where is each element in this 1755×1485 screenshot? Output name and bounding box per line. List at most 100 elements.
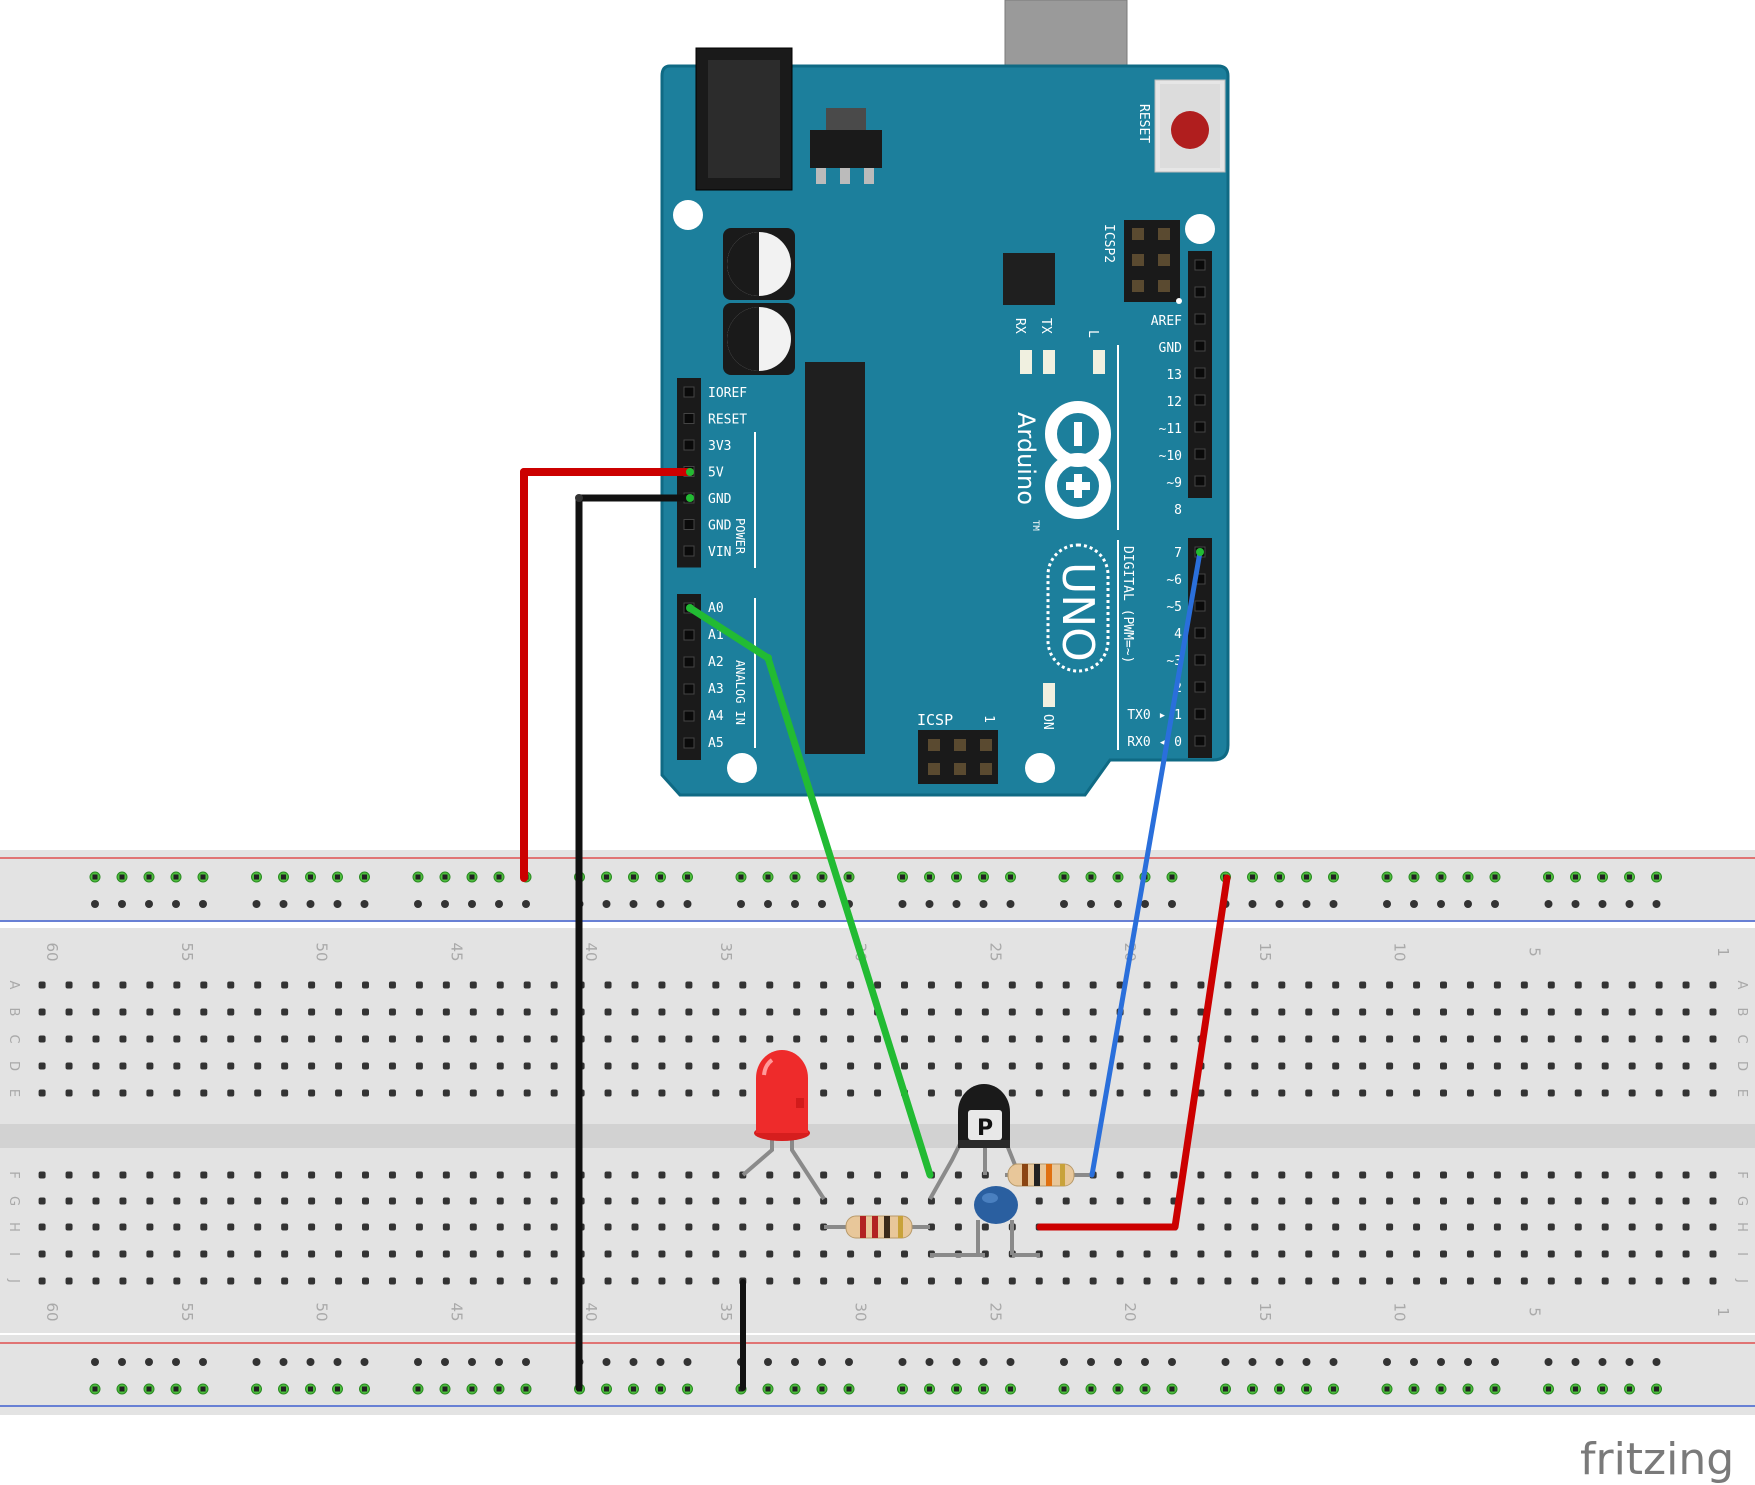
rail-hole[interactable]	[145, 1358, 153, 1366]
rail-hole[interactable]	[495, 900, 503, 908]
breadboard-hole[interactable]	[362, 1223, 369, 1231]
breadboard-hole[interactable]	[1709, 1035, 1717, 1043]
breadboard-hole[interactable]	[1116, 1197, 1124, 1205]
breadboard-hole[interactable]	[415, 1277, 423, 1285]
breadboard-hole[interactable]	[469, 1171, 477, 1179]
pin7-wire[interactable]	[1089, 549, 1203, 1178]
breadboard-hole[interactable]	[1170, 1171, 1178, 1179]
header-pin[interactable]	[1194, 313, 1206, 325]
breadboard-hole[interactable]	[308, 1223, 316, 1231]
breadboard-hole[interactable]	[227, 1089, 235, 1097]
breadboard-hole[interactable]	[65, 981, 73, 989]
breadboard-hole[interactable]	[146, 1250, 154, 1258]
breadboard-hole[interactable]	[523, 1171, 531, 1179]
breadboard-hole[interactable]	[1305, 1223, 1313, 1231]
pnp-transistor[interactable]: P	[958, 1084, 1010, 1148]
breadboard-hole[interactable]	[1413, 1223, 1421, 1231]
breadboard-hole[interactable]	[415, 1171, 423, 1179]
breadboard-hole[interactable]	[604, 1089, 612, 1097]
breadboard-hole[interactable]	[119, 1171, 127, 1179]
breadboard-hole[interactable]	[281, 1062, 289, 1070]
breadboard-hole[interactable]	[658, 981, 666, 989]
breadboard-hole[interactable]	[1197, 981, 1205, 989]
breadboard-hole[interactable]	[1305, 1035, 1313, 1043]
breadboard-hole[interactable]	[1493, 1008, 1501, 1016]
breadboard-hole[interactable]	[200, 1171, 208, 1179]
breadboard-hole[interactable]	[1466, 1277, 1474, 1285]
breadboard-hole[interactable]	[1682, 1171, 1690, 1179]
rail-hole[interactable]	[172, 900, 180, 908]
breadboard-hole[interactable]	[766, 1223, 774, 1231]
red-led[interactable]	[754, 1050, 810, 1141]
breadboard-hole[interactable]	[146, 1062, 154, 1070]
breadboard-hole[interactable]	[685, 981, 693, 989]
breadboard-hole[interactable]	[362, 1250, 369, 1258]
breadboard-hole[interactable]	[335, 1223, 343, 1231]
rail-hole[interactable]	[1329, 900, 1338, 908]
breadboard-hole[interactable]	[1359, 1197, 1367, 1205]
breadboard-hole[interactable]	[1170, 1035, 1178, 1043]
breadboard-hole[interactable]	[1386, 1089, 1394, 1097]
breadboard-hole[interactable]	[685, 1008, 693, 1016]
breadboard-hole[interactable]	[65, 1089, 73, 1097]
rail-hole[interactable]	[522, 1358, 530, 1366]
breadboard-hole[interactable]	[1574, 1171, 1582, 1179]
breadboard-hole[interactable]	[173, 1089, 181, 1097]
breadboard-hole[interactable]	[362, 1171, 369, 1179]
rail-hole[interactable]	[333, 900, 342, 908]
breadboard-hole[interactable]	[766, 981, 774, 989]
breadboard-hole[interactable]	[496, 1062, 504, 1070]
breadboard-hole[interactable]	[820, 1008, 828, 1016]
breadboard-hole[interactable]	[254, 1171, 262, 1179]
breadboard-hole[interactable]	[1440, 1089, 1447, 1097]
breadboard-hole[interactable]	[1170, 1089, 1178, 1097]
breadboard-hole[interactable]	[173, 1171, 181, 1179]
breadboard-hole[interactable]	[1655, 1008, 1663, 1016]
breadboard-hole[interactable]	[1440, 1277, 1447, 1285]
breadboard-hole[interactable]	[1601, 1062, 1609, 1070]
rail-hole[interactable]	[1114, 900, 1122, 908]
breadboard-hole[interactable]	[1682, 1197, 1690, 1205]
breadboard-hole[interactable]	[1251, 1277, 1259, 1285]
breadboard-hole[interactable]	[1628, 1197, 1636, 1205]
breadboard-hole[interactable]	[119, 1062, 127, 1070]
breadboard-hole[interactable]	[1655, 1035, 1663, 1043]
breadboard-hole[interactable]	[1143, 1035, 1151, 1043]
breadboard-hole[interactable]	[92, 1089, 100, 1097]
breadboard-hole[interactable]	[739, 1197, 747, 1205]
breadboard-hole[interactable]	[793, 1008, 801, 1016]
breadboard-hole[interactable]	[1035, 1035, 1043, 1043]
breadboard-hole[interactable]	[1493, 1171, 1501, 1179]
breadboard-hole[interactable]	[847, 981, 855, 989]
header-pin[interactable]	[1194, 627, 1206, 639]
breadboard-hole[interactable]	[1466, 1171, 1474, 1179]
breadboard-hole[interactable]	[415, 1062, 423, 1070]
rail-hole[interactable]	[252, 1358, 261, 1366]
breadboard-hole[interactable]	[685, 1250, 693, 1258]
breadboard-hole[interactable]	[1601, 1171, 1609, 1179]
breadboard-hole[interactable]	[712, 981, 720, 989]
breadboard-hole[interactable]	[254, 1089, 262, 1097]
breadboard-hole[interactable]	[1278, 1223, 1286, 1231]
breadboard-hole[interactable]	[658, 1171, 666, 1179]
breadboard-hole[interactable]	[1332, 1197, 1340, 1205]
breadboard-hole[interactable]	[927, 1197, 935, 1205]
rail-hole[interactable]	[468, 1358, 476, 1366]
breadboard-hole[interactable]	[1655, 1197, 1663, 1205]
breadboard-hole[interactable]	[1493, 1223, 1501, 1231]
breadboard-hole[interactable]	[658, 1035, 666, 1043]
rail-hole[interactable]	[1248, 1358, 1257, 1366]
breadboard-hole[interactable]	[38, 1197, 46, 1205]
rail-hole[interactable]	[118, 900, 126, 908]
rail-hole[interactable]	[1141, 900, 1149, 908]
breadboard-hole[interactable]	[739, 1250, 747, 1258]
breadboard-hole[interactable]	[92, 1223, 100, 1231]
breadboard-hole[interactable]	[200, 1089, 208, 1097]
breadboard-hole[interactable]	[766, 1197, 774, 1205]
breadboard-hole[interactable]	[1655, 1250, 1663, 1258]
breadboard-hole[interactable]	[1520, 1197, 1528, 1205]
breadboard-hole[interactable]	[1170, 981, 1178, 989]
breadboard-hole[interactable]	[1628, 1035, 1636, 1043]
breadboard-hole[interactable]	[1278, 1089, 1286, 1097]
breadboard-hole[interactable]	[631, 1089, 639, 1097]
